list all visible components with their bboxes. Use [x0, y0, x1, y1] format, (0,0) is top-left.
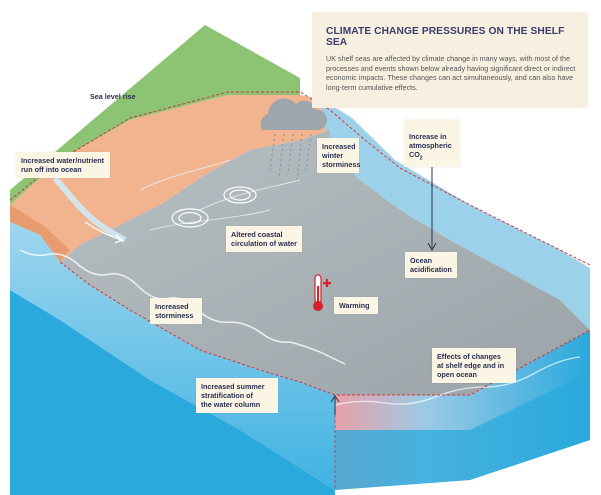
- thermometer-icon: [313, 274, 323, 311]
- shelf-edge-wave: [334, 356, 581, 406]
- label-winter-storminess: Increased winter storminess: [317, 138, 360, 173]
- land-cliff-face: [10, 205, 70, 262]
- land-green-strip: [10, 25, 300, 205]
- label-co2-text: Increase in atmospheric CO: [409, 132, 452, 159]
- arrow-up-icon: [330, 395, 340, 415]
- ocean-front-lower: [10, 290, 335, 495]
- shelf-sea-surface: [60, 130, 590, 395]
- plus-icon: [323, 279, 331, 287]
- info-title: CLIMATE CHANGE PRESSURES ON THE SHELF SE…: [326, 26, 565, 48]
- label-storminess: Increased storminess: [150, 298, 202, 324]
- label-stratification: Increased summer stratification of the w…: [196, 378, 278, 413]
- info-body: UK shelf seas are affected by climate ch…: [326, 54, 576, 92]
- ocean-surface-strip: [320, 98, 590, 330]
- label-circulation: Altered coastal circulation of water: [226, 226, 302, 252]
- label-shelf-edge: Effects of changes at shelf edge and in …: [432, 348, 516, 383]
- surface-current-lines: [139, 159, 301, 231]
- shelf-edge-dashed-line: [59, 261, 591, 396]
- label-warming: Warming: [334, 297, 378, 314]
- swirl-icon: [171, 186, 257, 228]
- river-runoff: [52, 176, 127, 243]
- ocean-deep-right: [335, 372, 590, 490]
- runoff-arrow-icon: [84, 221, 124, 244]
- info-box: CLIMATE CHANGE PRESSURES ON THE SHELF SE…: [312, 12, 588, 108]
- label-co2-subscript: 2: [419, 155, 423, 162]
- label-acidification: Ocean acidification: [405, 252, 457, 278]
- ocean-front-wall: [10, 222, 335, 490]
- cloud-rain-icon: [260, 98, 328, 181]
- label-sea-level-rise: Sea level rise: [90, 92, 136, 101]
- label-runoff: Increased water/nutrient run off into oc…: [16, 152, 110, 178]
- arrow-down-icon: [427, 152, 437, 252]
- label-co2: Increase in atmospheric CO2: [404, 119, 460, 168]
